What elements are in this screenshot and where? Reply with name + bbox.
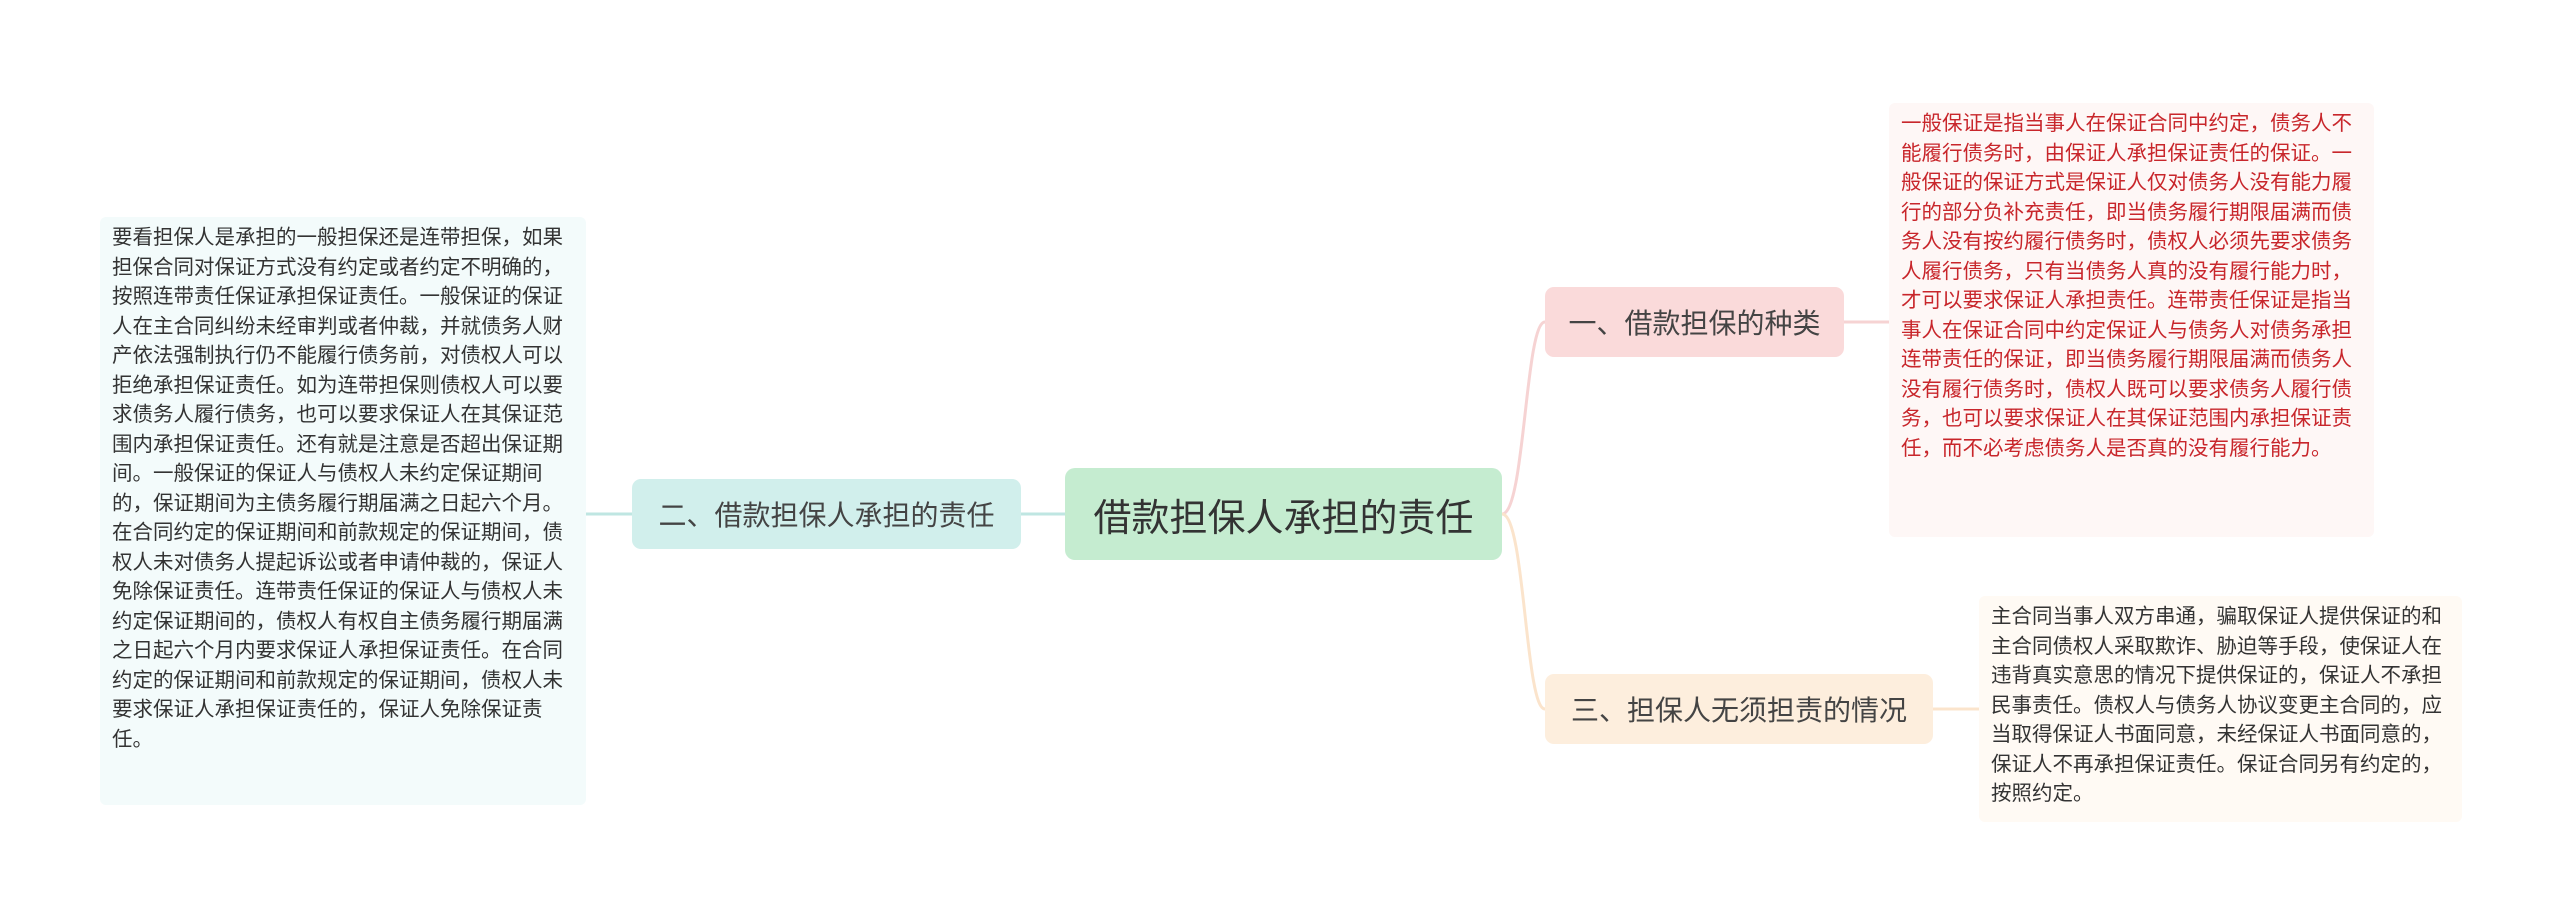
link-center-branch1 bbox=[1501, 320, 1546, 516]
branch-label: 二、借款担保人承担的责任 bbox=[658, 499, 995, 532]
detail-text: 一般保证是指当事人在保证合同中约定，债务人不能履行债务时，由保证人承担保证责任的… bbox=[1901, 111, 2352, 460]
branch-label: 一、借款担保的种类 bbox=[1568, 307, 1821, 340]
detail-text: 要看担保人是承担的一般担保还是连带担保，如果担保合同对保证方式没有约定或者约定不… bbox=[112, 225, 563, 751]
detail-exemption-cases: 主合同当事人双方串通，骗取保证人提供保证的和主合同债权人采取欺诈、胁迫等手段，使… bbox=[1979, 596, 2462, 822]
branch-label: 三、担保人无须担责的情况 bbox=[1570, 694, 1907, 727]
branch-guarantee-types[interactable]: 一、借款担保的种类 bbox=[1545, 287, 1844, 357]
link-center-branch3 bbox=[1501, 512, 1546, 711]
detail-guarantee-types: 一般保证是指当事人在保证合同中约定，债务人不能履行债务时，由保证人承担保证责任的… bbox=[1889, 103, 2374, 537]
central-topic[interactable]: 借款担保人承担的责任 bbox=[1065, 468, 1502, 560]
branch-exemption-cases[interactable]: 三、担保人无须担责的情况 bbox=[1545, 674, 1933, 744]
branch-guarantor-liability[interactable]: 二、借款担保人承担的责任 bbox=[632, 479, 1021, 549]
central-topic-label: 借款担保人承担的责任 bbox=[1093, 495, 1474, 540]
detail-guarantor-liability: 要看担保人是承担的一般担保还是连带担保，如果担保合同对保证方式没有约定或者约定不… bbox=[100, 217, 586, 805]
detail-text: 主合同当事人双方串通，骗取保证人提供保证的和主合同债权人采取欺诈、胁迫等手段，使… bbox=[1991, 604, 2442, 805]
